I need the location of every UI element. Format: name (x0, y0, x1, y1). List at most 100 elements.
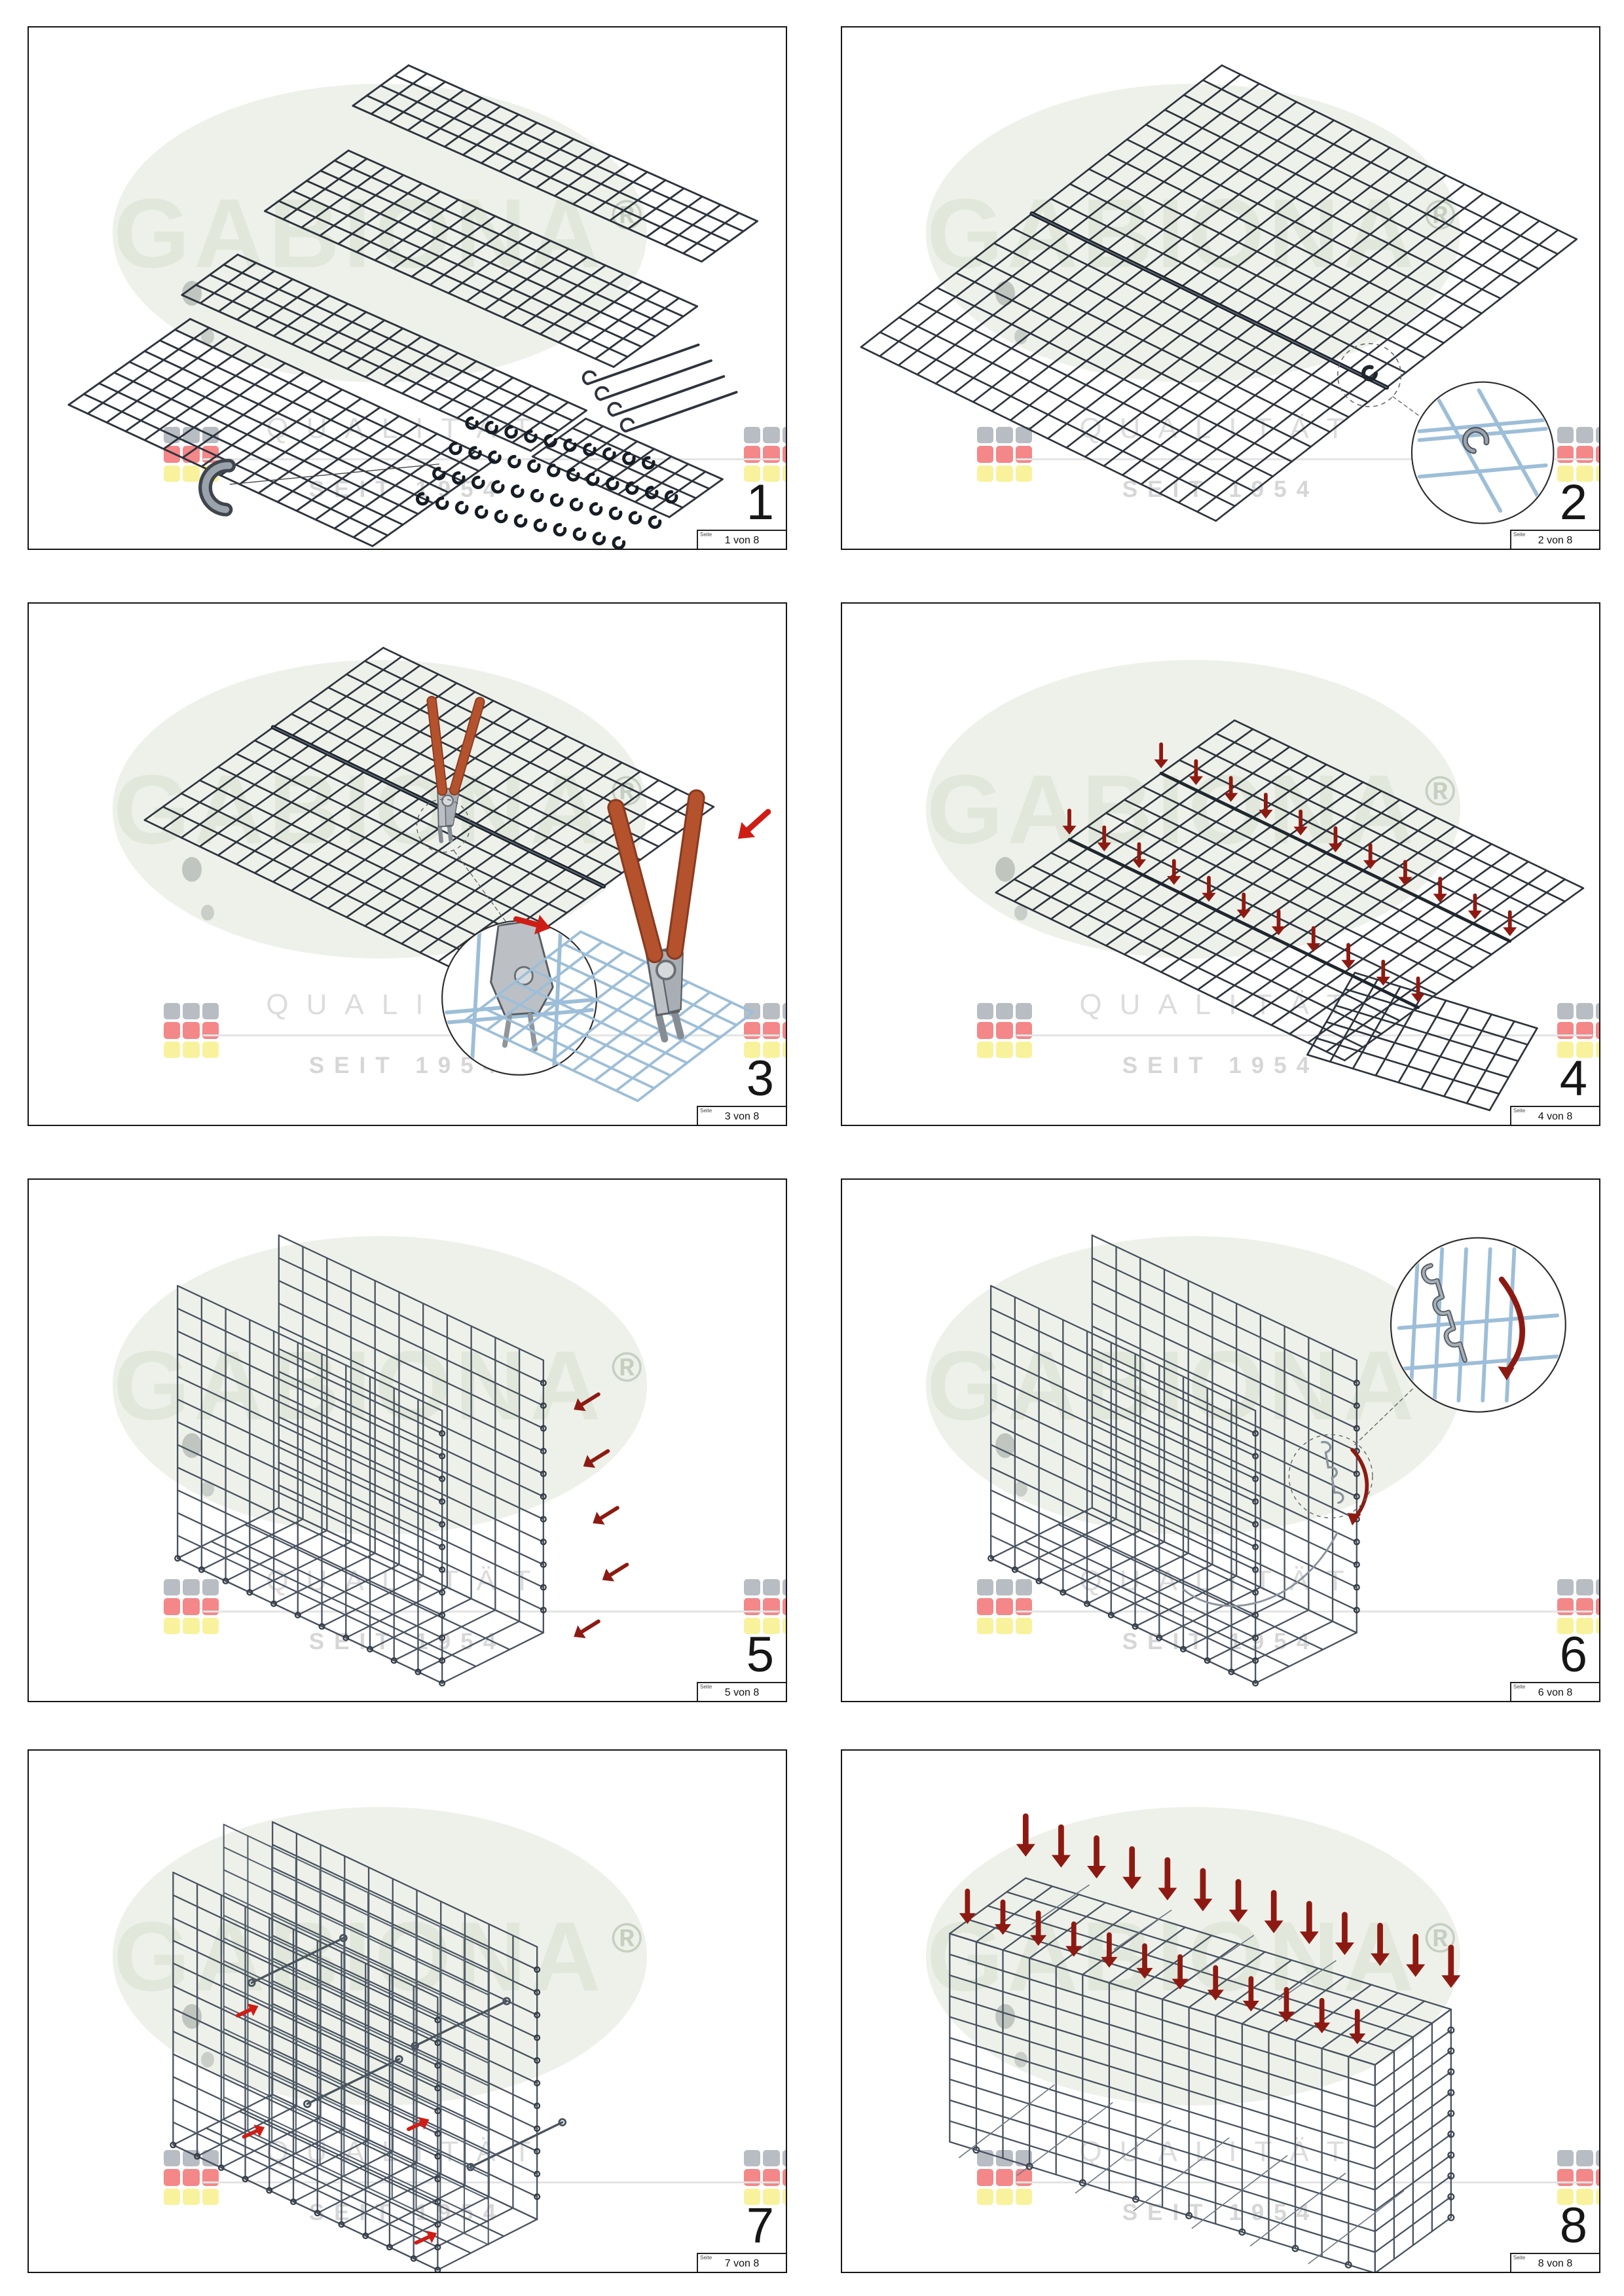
flag-cell (782, 2188, 786, 2205)
flag-cell (744, 1579, 761, 1596)
red-arrow (994, 1899, 1012, 1935)
edge-clips (972, 2026, 1455, 2269)
red-arrow (1097, 825, 1111, 852)
wire-mesh (464, 930, 754, 1102)
c-clip-icon (468, 446, 482, 460)
flag-cell (977, 1617, 994, 1634)
flag-cell (1015, 1041, 1032, 1058)
c-clip-icon (524, 429, 538, 443)
watermark-divider (1016, 1034, 1593, 1036)
c-clip-icon (642, 456, 655, 470)
flag-cell (977, 465, 994, 482)
german-flag-logo (744, 427, 786, 482)
flag-cell (183, 1579, 200, 1596)
red-arrow (1441, 1944, 1461, 1988)
wire-mesh (172, 1871, 439, 2271)
flag-cell (744, 2150, 761, 2167)
c-clip-icon (471, 475, 485, 490)
red-arrow (1349, 2009, 1366, 2045)
c-clip-icon (454, 501, 469, 515)
red-arrow (1306, 926, 1321, 953)
page-indicator: Seite 4 von 8 (1510, 1106, 1599, 1125)
flag-cell (1576, 1579, 1593, 1596)
flag-cell (1595, 2188, 1599, 2205)
quality-watermark-text: QUALITÄT (266, 1565, 549, 1597)
page-indicator: Seite 5 von 8 (697, 1682, 786, 1701)
flag-cell (763, 1003, 780, 1020)
page-label: Seite (700, 1684, 712, 1690)
flag-cell (782, 2169, 786, 2186)
page-label: Seite (1513, 1108, 1526, 1114)
red-arrow (1189, 759, 1204, 786)
flag-cell (763, 1579, 780, 1596)
page-indicator: Seite 2 von 8 (1510, 530, 1599, 549)
flag-cell (1557, 427, 1574, 444)
wire-mesh (278, 1234, 544, 1634)
flag-cell (1576, 1003, 1593, 1020)
red-arrow (1228, 1879, 1248, 1923)
flag-cell (164, 1022, 181, 1039)
wire-mesh (223, 1823, 489, 2246)
c-clip-icon (612, 536, 626, 549)
flag-cell (1595, 446, 1599, 463)
flag-cell (782, 1598, 786, 1615)
red-arrow (242, 2124, 265, 2139)
flag-cell (1595, 2150, 1599, 2167)
german-flag-logo (164, 1003, 219, 1058)
flag-cell (183, 1598, 200, 1615)
flag-cell (183, 2169, 200, 2186)
flag-cell (996, 1579, 1013, 1596)
flag-cell (202, 1041, 219, 1058)
flag-cell (183, 1617, 200, 1634)
c-clip-icon (608, 506, 623, 520)
flag-cell (744, 427, 761, 444)
flag-cell (763, 427, 780, 444)
step-illustration (860, 64, 1578, 524)
flag-cell (1015, 1579, 1032, 1596)
flag-cell (782, 2150, 786, 2167)
c-clip-icon (648, 515, 662, 529)
step-number: 6 (1559, 1627, 1587, 1683)
c-clip-icon (435, 496, 449, 510)
flag-cell (164, 2150, 181, 2167)
red-arrow (1299, 1901, 1319, 1944)
step-panel-3: GABIONA® QUALITÄT SEIT 1954 3 Seite 3 vo… (28, 602, 787, 1126)
gabiona-logo-watermark: GABIONA® (926, 1807, 1460, 2105)
red-arrow (1503, 910, 1517, 936)
step-number: 2 (1559, 475, 1587, 530)
page-count: 7 von 8 (724, 2258, 760, 2269)
german-flag-logo (1557, 2150, 1599, 2205)
flag-cell (183, 465, 200, 482)
red-arrow (1398, 860, 1412, 886)
page-label: Seite (700, 532, 712, 538)
flag-cell (977, 1579, 994, 1596)
wire-mesh (176, 1506, 544, 1685)
wire-mesh (67, 318, 495, 547)
flag-cell (1576, 2188, 1593, 2205)
german-flag-logo (1557, 1579, 1599, 1634)
c-clip-icon (494, 509, 508, 524)
flag-cell (1576, 1041, 1593, 1058)
inner-wires (958, 1884, 1405, 2265)
flag-cell (164, 1598, 181, 1615)
c-clip-icon (527, 459, 541, 473)
flag-cell (996, 446, 1013, 463)
flag-cell (977, 446, 994, 463)
c-clip-icon (553, 522, 567, 537)
flag-cell (202, 2188, 219, 2205)
red-arrow (1132, 842, 1147, 868)
c-clip-icon (504, 425, 518, 439)
flag-cell (164, 446, 181, 463)
step-panel-1: GABIONA® QUALITÄT SEIT 1954 1 Seite 1 vo… (28, 26, 787, 550)
c-clip-icon (544, 434, 557, 448)
c-clip-icon (530, 488, 544, 503)
c-clip-icon (566, 468, 580, 482)
page-count: 5 von 8 (724, 1687, 760, 1698)
c-clip-detail-icon (1462, 427, 1490, 454)
flag-cell (1557, 2150, 1574, 2167)
red-arrow (1030, 1910, 1047, 1946)
flag-cell (1595, 1022, 1599, 1039)
c-clip-icon (628, 511, 642, 525)
c-clip-icon (513, 514, 528, 528)
step-panel-7: GABIONA® QUALITÄT SEIT 1954 7 Seite 7 vo… (28, 1749, 787, 2273)
